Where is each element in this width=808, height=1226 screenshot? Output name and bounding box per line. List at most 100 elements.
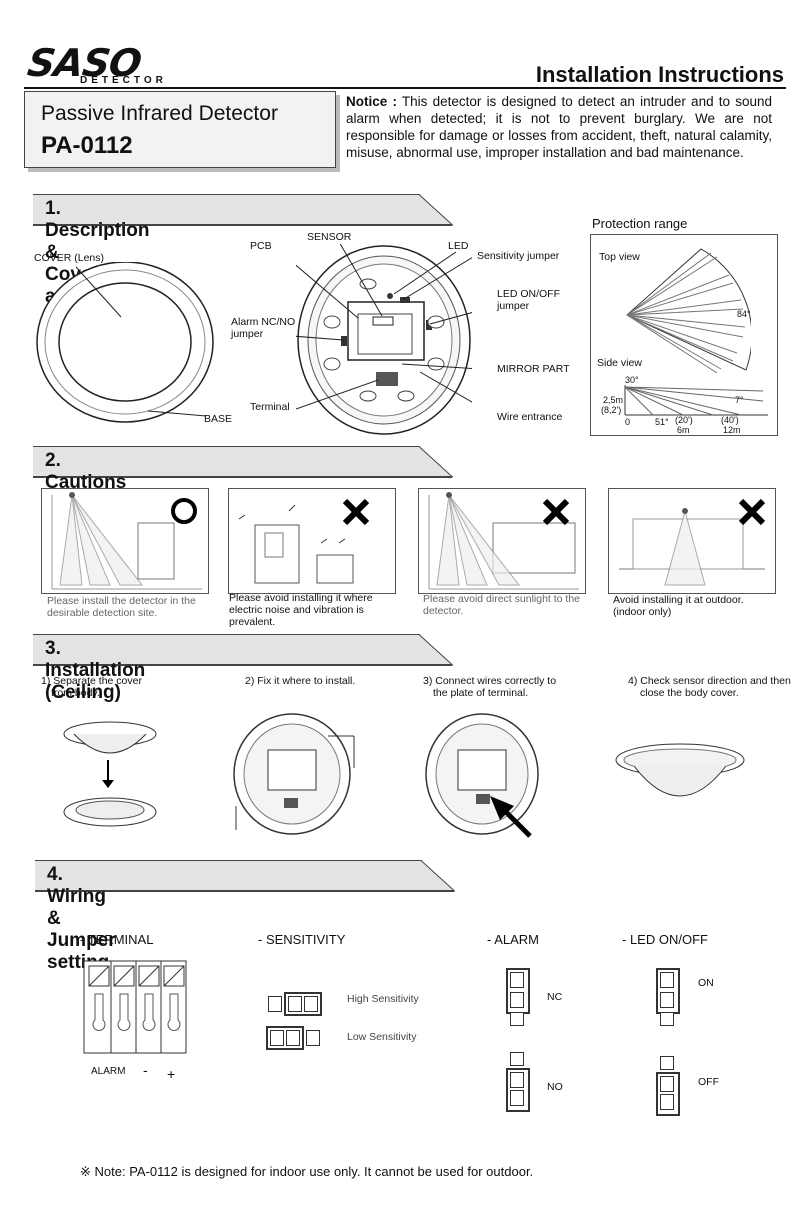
top-view-fan (626, 248, 751, 374)
sensitivity-title: - SENSITIVITY (258, 932, 346, 947)
alarm-no-pin-2 (510, 1072, 524, 1088)
label-base: BASE (204, 413, 233, 425)
label-led-onoff-jumper: jumper (497, 300, 530, 312)
sens-high-pin-3 (304, 996, 318, 1012)
step-2-line-1: 2) Fix it where to install. (245, 675, 356, 687)
alarm-nc-pin-2 (510, 992, 524, 1008)
led-off-pin-3 (660, 1094, 674, 1110)
height-label: 2,5m (603, 395, 624, 405)
led-on-pin-1 (660, 972, 674, 988)
top-angle-label: 84° (737, 309, 751, 319)
brand-logo: SASO DETECTOR (25, 41, 168, 86)
alarm-no-pin-1 (510, 1052, 524, 1066)
label-terminal: Terminal (250, 401, 290, 413)
caution-text-1: Please install the detector in the desir… (47, 595, 196, 619)
distance-40ft: (40') (721, 415, 739, 425)
led-title: - LED ON/OFF (622, 932, 708, 947)
alarm-nc-label: NC (547, 991, 563, 1003)
document-title: Installation Instructions (535, 62, 784, 87)
notice-body: This detector is designed to detect an i… (346, 94, 772, 160)
terminal-alarm-label: ALARM (91, 1066, 126, 1077)
led-off-pin-2 (660, 1076, 674, 1092)
section-title: 4. Wiring & Jumper setting (47, 864, 116, 973)
step-3-illustration (425, 713, 539, 838)
caution-illustration-4 (619, 498, 766, 586)
sens-low-pin-1 (270, 1030, 284, 1046)
section-bar (33, 446, 453, 478)
side-view-label: Side view (597, 357, 642, 369)
led-on-pin-3 (660, 1012, 674, 1026)
height-ft-label: (8,2') (601, 405, 622, 415)
distance-12m: 12m (723, 425, 741, 435)
notice-label: Notice : (346, 94, 397, 109)
caution-panel-1 (41, 488, 209, 594)
top-view-label: Top view (599, 251, 640, 263)
label-led: LED (448, 240, 469, 252)
step-3-line-2: the plate of terminal. (433, 687, 529, 699)
caution-text-3: Please avoid direct sunlight to the dete… (423, 593, 581, 617)
product-box: Passive Infrared Detector PA-0112 (24, 91, 336, 168)
caution-text-2: Please avoid installing it where electri… (229, 592, 373, 628)
caution-illustration-2 (238, 498, 370, 584)
protection-range-panel: Top view 84° Side view 30° 2,5m (8,2') 7… (590, 234, 778, 436)
detector-internal-illustration (296, 244, 472, 435)
caution-text-4: Avoid installing it at outdoor. (indoor … (613, 594, 744, 618)
led-off-label: OFF (698, 1076, 719, 1088)
section-bar-outline (33, 634, 453, 665)
section-title: 3. Installation (Ceiling) (45, 638, 146, 703)
step-2-illustration (233, 713, 355, 835)
product-name: Passive Infrared Detector (41, 102, 278, 125)
high-sensitivity-label: High Sensitivity (347, 993, 419, 1005)
label-pcb: PCB (250, 240, 272, 252)
section-bar-outline (33, 194, 453, 225)
step-4-line-1: 4) Check sensor direction and then (628, 675, 791, 687)
alarm-no-pin-3 (510, 1090, 524, 1106)
label-sensor: SENSOR (307, 231, 352, 243)
distance-20ft: (20') (675, 415, 693, 425)
cover-base-illustration (36, 262, 214, 423)
label-led-onoff: LED ON/OFF (497, 288, 561, 300)
distance-6m: 6m (677, 425, 690, 435)
label-alarm-jumper: jumper (231, 328, 264, 340)
led-on-pin-2 (660, 992, 674, 1008)
label-cover: COVER (Lens) (34, 252, 105, 264)
caution-panel-3 (418, 488, 586, 594)
led-off-pin-1 (660, 1056, 674, 1070)
footer-note: ※ Note: PA-0112 is designed for indoor u… (80, 1164, 534, 1179)
terminal-minus-label: - (143, 1062, 148, 1078)
alarm-nc-pin-1 (510, 972, 524, 988)
led-on-label: ON (698, 977, 714, 989)
step-1-line-1: 1) Separate the cover (41, 675, 142, 687)
sens-low-pin-3 (306, 1030, 320, 1046)
step-1-line-2: from body. (51, 687, 100, 699)
zero-label: 0 (625, 417, 631, 427)
caution-panel-4 (608, 488, 776, 594)
step-3-line-1: 3) Connect wires correctly to (423, 675, 557, 687)
side-angle-7: 7° (735, 395, 744, 405)
sens-high-pin-2 (288, 996, 302, 1012)
logo-subtext: DETECTOR (80, 75, 167, 86)
step-4-illustration (615, 743, 745, 797)
step-1-illustration (63, 721, 157, 827)
side-angle-30: 30° (625, 375, 639, 385)
section-bar-outline (35, 860, 455, 891)
section-bar-outline (33, 446, 453, 477)
header-rule (24, 87, 786, 89)
terminal-plus-label: + (167, 1066, 176, 1082)
terminal-block (83, 960, 187, 1054)
label-wire-entrance: Wire entrance (497, 411, 563, 423)
sens-high-pin-1 (268, 996, 282, 1012)
low-sensitivity-label: Low Sensitivity (347, 1031, 417, 1043)
terminal-title: - TERMINAL (80, 932, 154, 947)
alarm-title: - ALARM (487, 932, 540, 947)
step-4-line-2: close the body cover. (640, 687, 739, 699)
caution-illustration-1 (51, 492, 202, 590)
label-alarm-nc-no: Alarm NC/NO (231, 316, 296, 328)
alarm-nc-pin-3 (510, 1012, 524, 1026)
label-sensitivity-jumper: Sensitivity jumper (477, 250, 560, 262)
notice-text: Notice : This detector is designed to de… (346, 93, 772, 161)
caution-illustration-3 (428, 492, 579, 590)
sens-low-pin-2 (286, 1030, 300, 1046)
protection-range-title: Protection range (592, 216, 688, 231)
label-mirror: MIRROR PART (497, 363, 570, 375)
